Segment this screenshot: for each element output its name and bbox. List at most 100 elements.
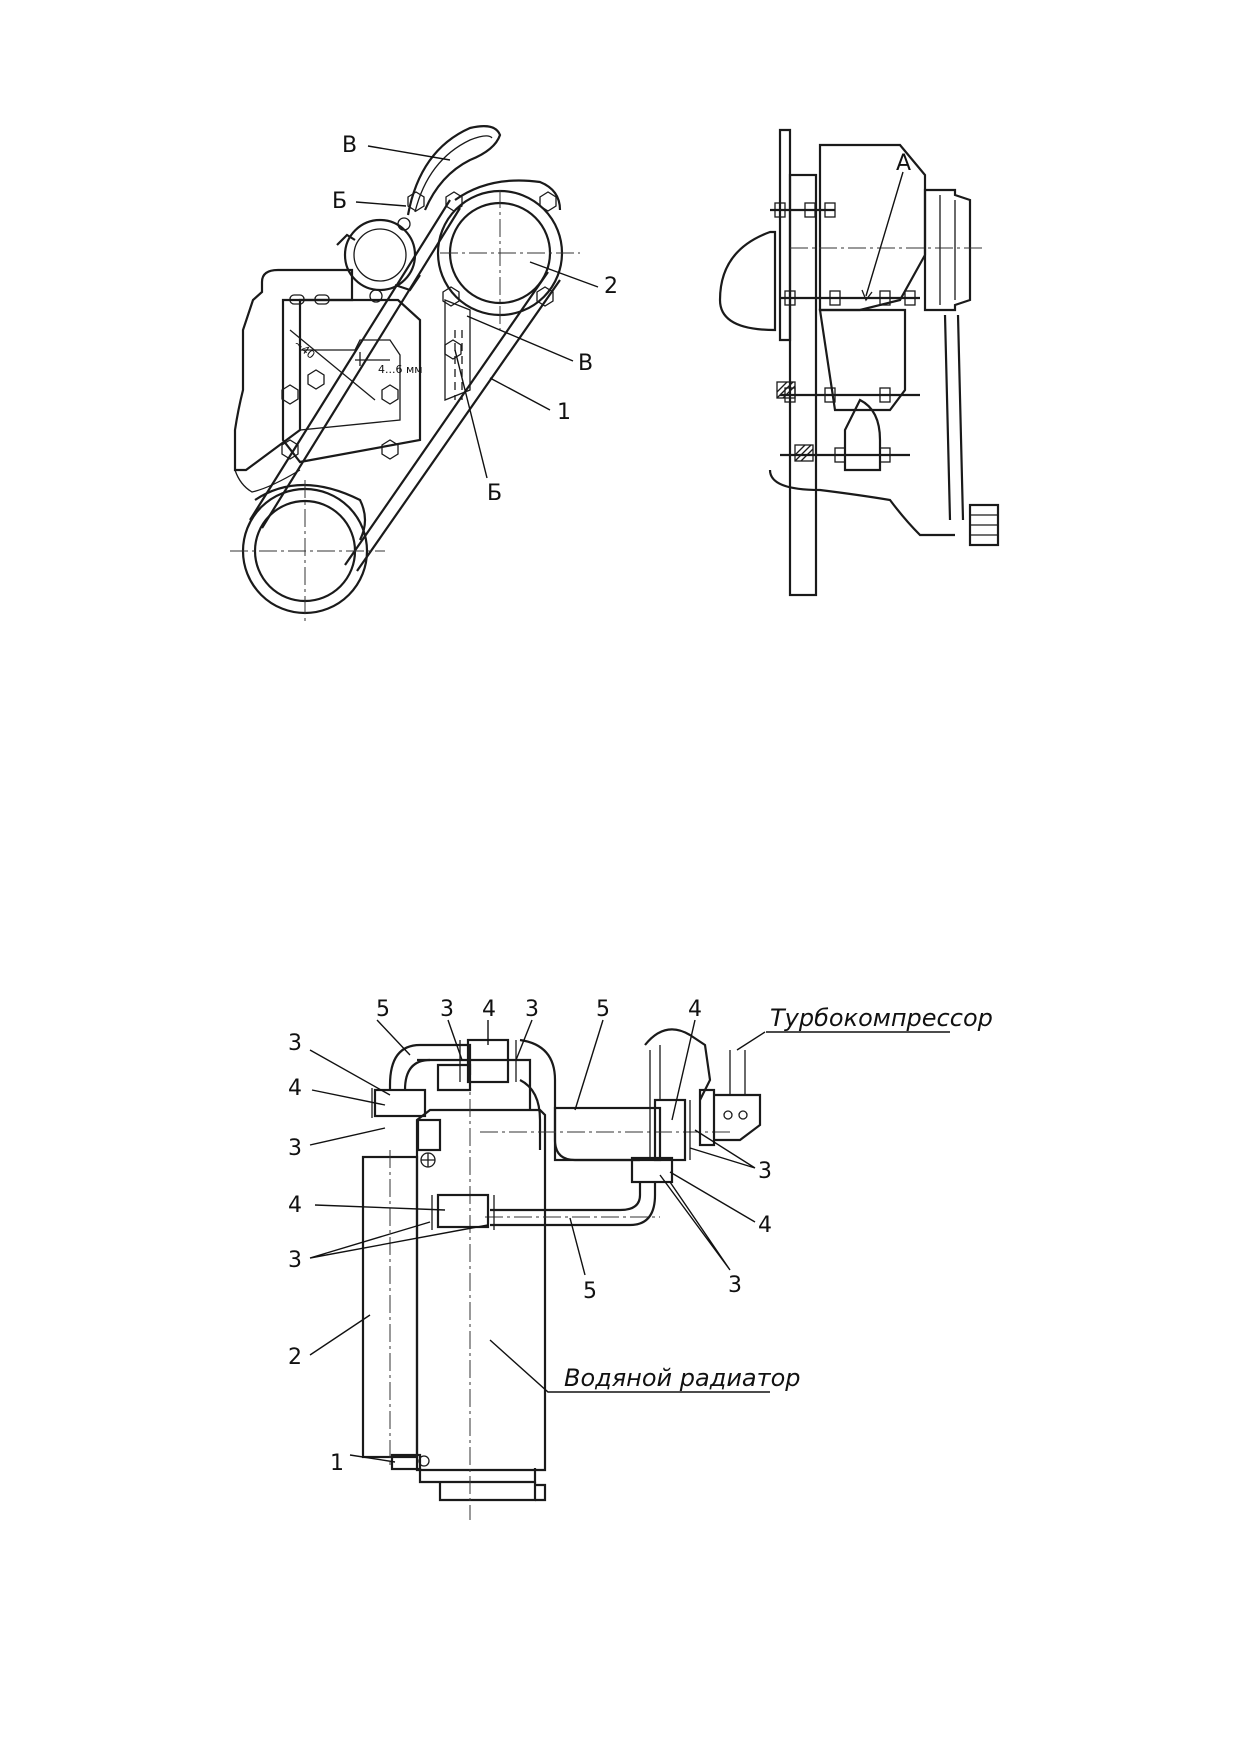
compressor-flange-lugs [336,233,421,292]
side-right-attachment-ribs [970,514,998,536]
leader-top-4b [671,1019,696,1121]
label-left-1: 1 [330,1451,344,1476]
bracket-slot-1 [289,294,305,305]
pipe-to-turbo [553,1106,662,1162]
water-radiator [415,1108,547,1472]
deflection-dimension-line [355,352,390,366]
label-2: 2 [604,274,618,299]
bracket-inner [299,339,401,431]
radiator-sump [438,1482,537,1502]
top-riser-clamps [459,1040,517,1082]
adjusting-slot [454,330,463,400]
mid-connector-4 [436,1193,490,1229]
label-v-top: В [342,133,357,158]
leader-radiator [489,1339,770,1393]
turbocompressor-flange [698,1088,716,1147]
leader-turbo [736,1031,766,1051]
label-top-4: 4 [482,997,496,1022]
leader-1 [489,377,551,411]
side-pulley [923,188,972,312]
turbo-support [729,1050,746,1095]
leader-top-5a [376,1019,411,1056]
side-engine-curve [718,230,777,332]
side-bolts [770,202,920,463]
leader-b-top [355,201,407,207]
turbo-connector-clamps [649,1100,691,1160]
label-mid-5: 5 [583,1279,597,1304]
label-left-4b: 4 [288,1193,302,1218]
radiator-drain [535,1483,547,1502]
leader-top-3a [447,1019,463,1061]
belt-1-left-inner [261,207,461,529]
hose-5-top-right-inner [519,1079,542,1150]
compressor-flange-inner [353,228,407,282]
leader-right-3a [689,1129,756,1169]
side-housing-mid [818,308,907,412]
leader-left-3a [309,1049,391,1096]
left-side-connector-4 [373,1088,427,1118]
leader-a [865,171,904,297]
label-left-3c: 3 [288,1248,302,1273]
tension-bar-v [406,125,502,216]
label-top-4b: 4 [688,997,702,1022]
fitting-cross [421,1153,435,1167]
leader-mid-5 [569,1217,586,1276]
side-belt [943,314,965,521]
front-view-drawing: ~40 4...6 мм В Б 2 В 1 Б [230,125,618,625]
fitting [416,1118,442,1152]
label-top-3a: 3 [440,997,454,1022]
turbo-bracket-hole-2 [738,1110,748,1120]
label-1: 1 [557,400,571,425]
turbocompressor-bracket [714,1093,762,1142]
label-left-3a: 3 [288,1031,302,1056]
deflection-dimension-label: 4...6 мм [378,363,423,376]
label-right-3b: 3 [728,1273,742,1298]
leader-left-3c [309,1221,489,1259]
label-left-4a: 4 [288,1076,302,1101]
leader-left-4a [311,1089,386,1106]
label-b-top: Б [332,189,347,214]
leader-left-4b [314,1204,446,1211]
leader-a-arrow [861,289,873,302]
lower-pulley-axes [230,480,385,625]
upper-header [417,1058,532,1110]
caption-turbocompressor: Турбокомпрессор [770,1004,993,1032]
engine-block-outline [233,268,354,472]
bracket-plate [281,298,422,464]
label-top-3b: 3 [525,997,539,1022]
turbocompressor-body [644,1028,712,1101]
label-b-bottom: Б [487,481,502,506]
label-left-2: 2 [288,1345,302,1370]
leader-left-3b [309,1127,386,1146]
cooling-system-drawing: 5 3 4 3 5 4 Турбокомпрессор 3 4 3 4 3 2 … [288,997,993,1520]
hose-5-lower-inner [490,1182,642,1212]
leader-v-mid [466,315,574,362]
label-left-3b: 3 [288,1136,302,1161]
upper-header-socket [436,1063,472,1092]
leader-right-3b [659,1174,731,1271]
angle-dimension-line [289,329,376,401]
mid-connector-clamps [431,1195,495,1230]
leader-2 [529,261,599,288]
label-right-3a: 3 [758,1159,772,1184]
side-housing-lower [843,398,882,472]
label-right-4: 4 [758,1213,772,1238]
side-hatched-blocks [776,381,814,462]
label-top-5a: 5 [376,997,390,1022]
belt-1-left-outer [249,199,451,521]
hose-5-top-left-inner [403,1058,431,1091]
side-pulley-grooves [939,195,956,305]
hose-5-lower-outer [490,1182,657,1227]
angle-dimension-label: ~40 [291,337,317,362]
side-view-drawing: А [718,128,1000,597]
leader-left-2 [309,1314,371,1356]
upper-pulley-axes [440,190,580,330]
label-top-5b: 5 [596,997,610,1022]
engine-block-lower [234,469,301,493]
caption-radiator: Водяной радиатор [564,1364,801,1392]
lower-right-connector-4 [630,1156,674,1184]
leader-top-5b [574,1019,604,1111]
side-front-plate [778,128,792,342]
label-a: А [896,151,911,176]
